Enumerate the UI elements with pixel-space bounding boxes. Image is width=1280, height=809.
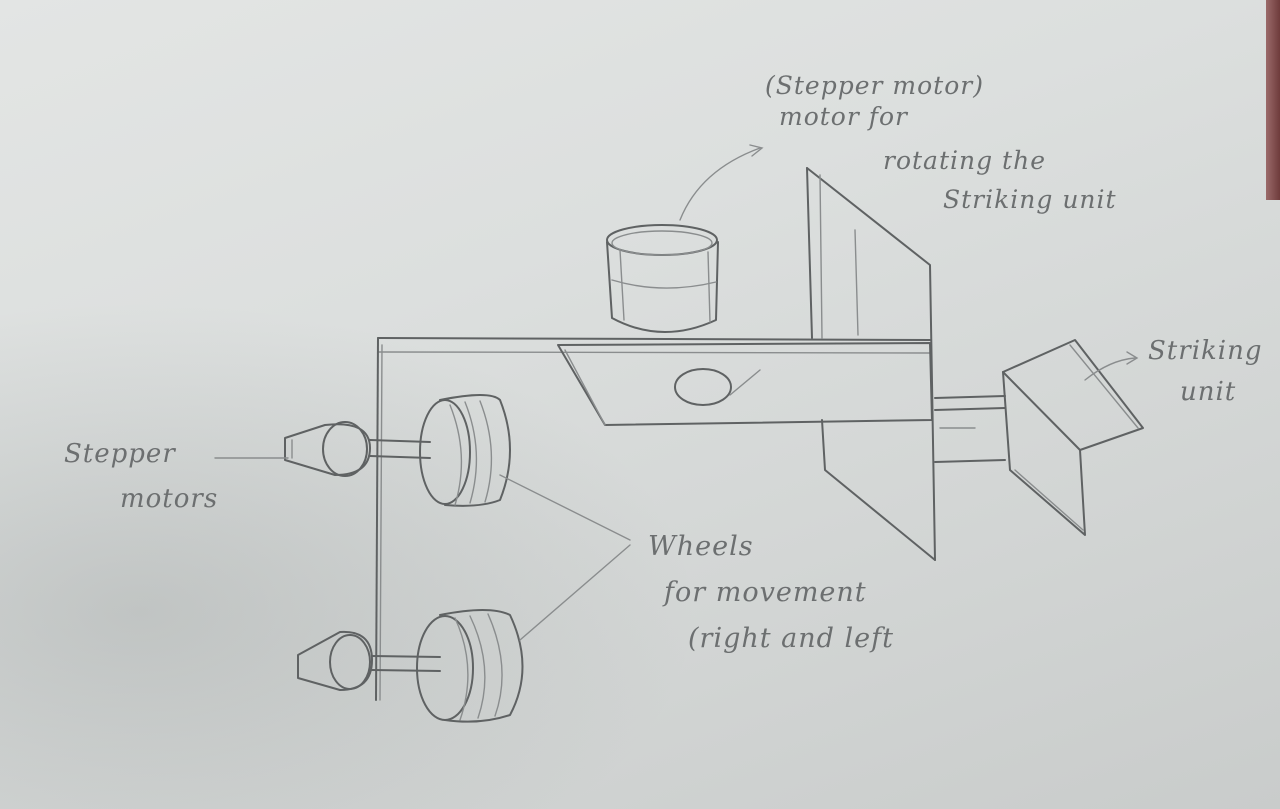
label-rotating-motor: (Stepper motor) motor for rotating the S… [765, 70, 1117, 215]
label-wheels: Wheels for movement (right and left [648, 530, 894, 655]
rotating-motor-line1: (Stepper motor) [765, 70, 1117, 101]
stepper-motors-line1: Stepper [64, 438, 218, 471]
label-striking-unit: Striking unit [1148, 335, 1262, 408]
shaft-channel [558, 343, 932, 425]
striking-axle [935, 396, 1005, 462]
label-stepper-motors: Stepper motors [64, 438, 218, 515]
rotating-motor-line2: motor for [779, 101, 1117, 132]
rotating-motor-line4: Striking unit [943, 184, 1117, 215]
upper-wheel-assembly [285, 395, 510, 506]
stepper-motors-line2: motors [120, 483, 218, 516]
lower-wheel-assembly [298, 610, 523, 722]
vertical-panel [807, 168, 935, 560]
wheels-line2: for movement [664, 576, 894, 610]
rotating-motor-line3: rotating the [883, 145, 1117, 176]
striking-unit-shape [1003, 340, 1143, 535]
top-stepper-motor [607, 225, 718, 332]
wheels-line3: (right and left [688, 622, 894, 656]
wheels-line1: Wheels [648, 530, 894, 564]
striking-unit-line1: Striking [1148, 335, 1262, 368]
striking-unit-line2: unit [1180, 376, 1262, 409]
